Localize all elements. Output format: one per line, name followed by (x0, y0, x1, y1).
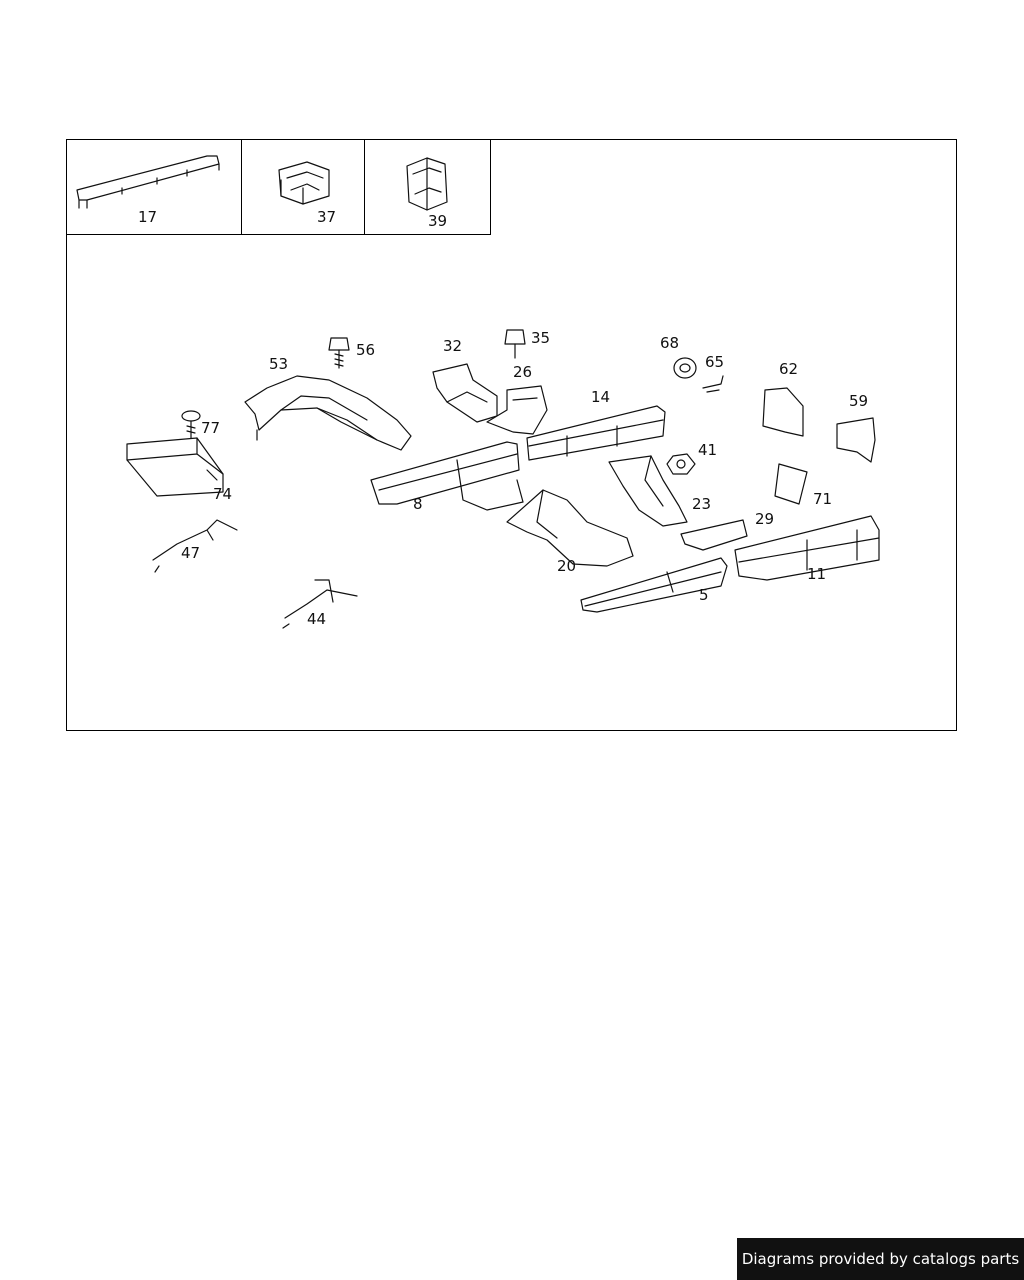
part-37-clip[interactable] (278, 161, 330, 205)
callout-8: 8 (413, 495, 423, 513)
part-44-cable[interactable] (282, 579, 358, 629)
part-56-screw[interactable] (328, 337, 350, 369)
part-23-bracket[interactable] (608, 455, 688, 527)
inset-part-37 (242, 140, 365, 235)
part-17-trim-strip[interactable] (76, 155, 220, 209)
callout-14: 14 (591, 388, 611, 406)
part-65-small-bracket[interactable] (702, 375, 724, 393)
part-11-rail[interactable] (734, 515, 880, 581)
part-14-rail[interactable] (526, 405, 666, 461)
parts-diagram-frame: 17 37 39 56 53 32 35 26 68 65 62 14 59 7… (66, 139, 957, 731)
part-62-panel[interactable] (762, 387, 804, 437)
callout-17: 17 (138, 208, 158, 226)
callout-68: 68 (660, 334, 680, 352)
part-29-bracket[interactable] (680, 519, 748, 551)
footer-credit-badge: Diagrams provided by catalogs parts (737, 1238, 1024, 1280)
callout-26: 26 (513, 363, 533, 381)
part-77-screw[interactable] (181, 410, 201, 441)
inset-part-17 (67, 140, 242, 235)
callout-47: 47 (181, 544, 201, 562)
callout-71: 71 (813, 490, 833, 508)
part-71-plate[interactable] (774, 463, 808, 505)
callout-62: 62 (779, 360, 799, 378)
part-68-grommet[interactable] (673, 357, 697, 379)
part-74-housing[interactable] (126, 437, 224, 497)
part-41-nut[interactable] (666, 453, 696, 475)
part-35-bolt[interactable] (504, 329, 526, 359)
part-8-rail[interactable] (370, 441, 524, 511)
part-32-bracket[interactable] (432, 363, 498, 423)
callout-39: 39 (428, 212, 448, 230)
callout-53: 53 (269, 355, 289, 373)
callout-74: 74 (213, 485, 233, 503)
callout-37: 37 (317, 208, 337, 226)
inset-part-39 (365, 140, 491, 235)
part-5-rail[interactable] (580, 557, 728, 613)
callout-44: 44 (307, 610, 327, 628)
callout-35: 35 (531, 329, 551, 347)
callout-65: 65 (705, 353, 725, 371)
callout-56: 56 (356, 341, 376, 359)
part-20-bracket[interactable] (506, 489, 634, 567)
callout-29: 29 (755, 510, 775, 528)
part-59-panel[interactable] (836, 417, 876, 463)
part-26-bracket[interactable] (486, 385, 548, 435)
callout-77: 77 (201, 419, 221, 437)
callout-41: 41 (698, 441, 718, 459)
callout-11: 11 (807, 565, 827, 583)
callout-5: 5 (699, 586, 709, 604)
callout-32: 32 (443, 337, 463, 355)
callout-59: 59 (849, 392, 869, 410)
parts-line-art (76, 155, 880, 629)
part-39-clip[interactable] (406, 157, 448, 211)
part-53-bracket[interactable] (244, 375, 412, 451)
callout-20: 20 (557, 557, 577, 575)
part-47-cable[interactable] (152, 519, 238, 573)
callout-23: 23 (692, 495, 712, 513)
